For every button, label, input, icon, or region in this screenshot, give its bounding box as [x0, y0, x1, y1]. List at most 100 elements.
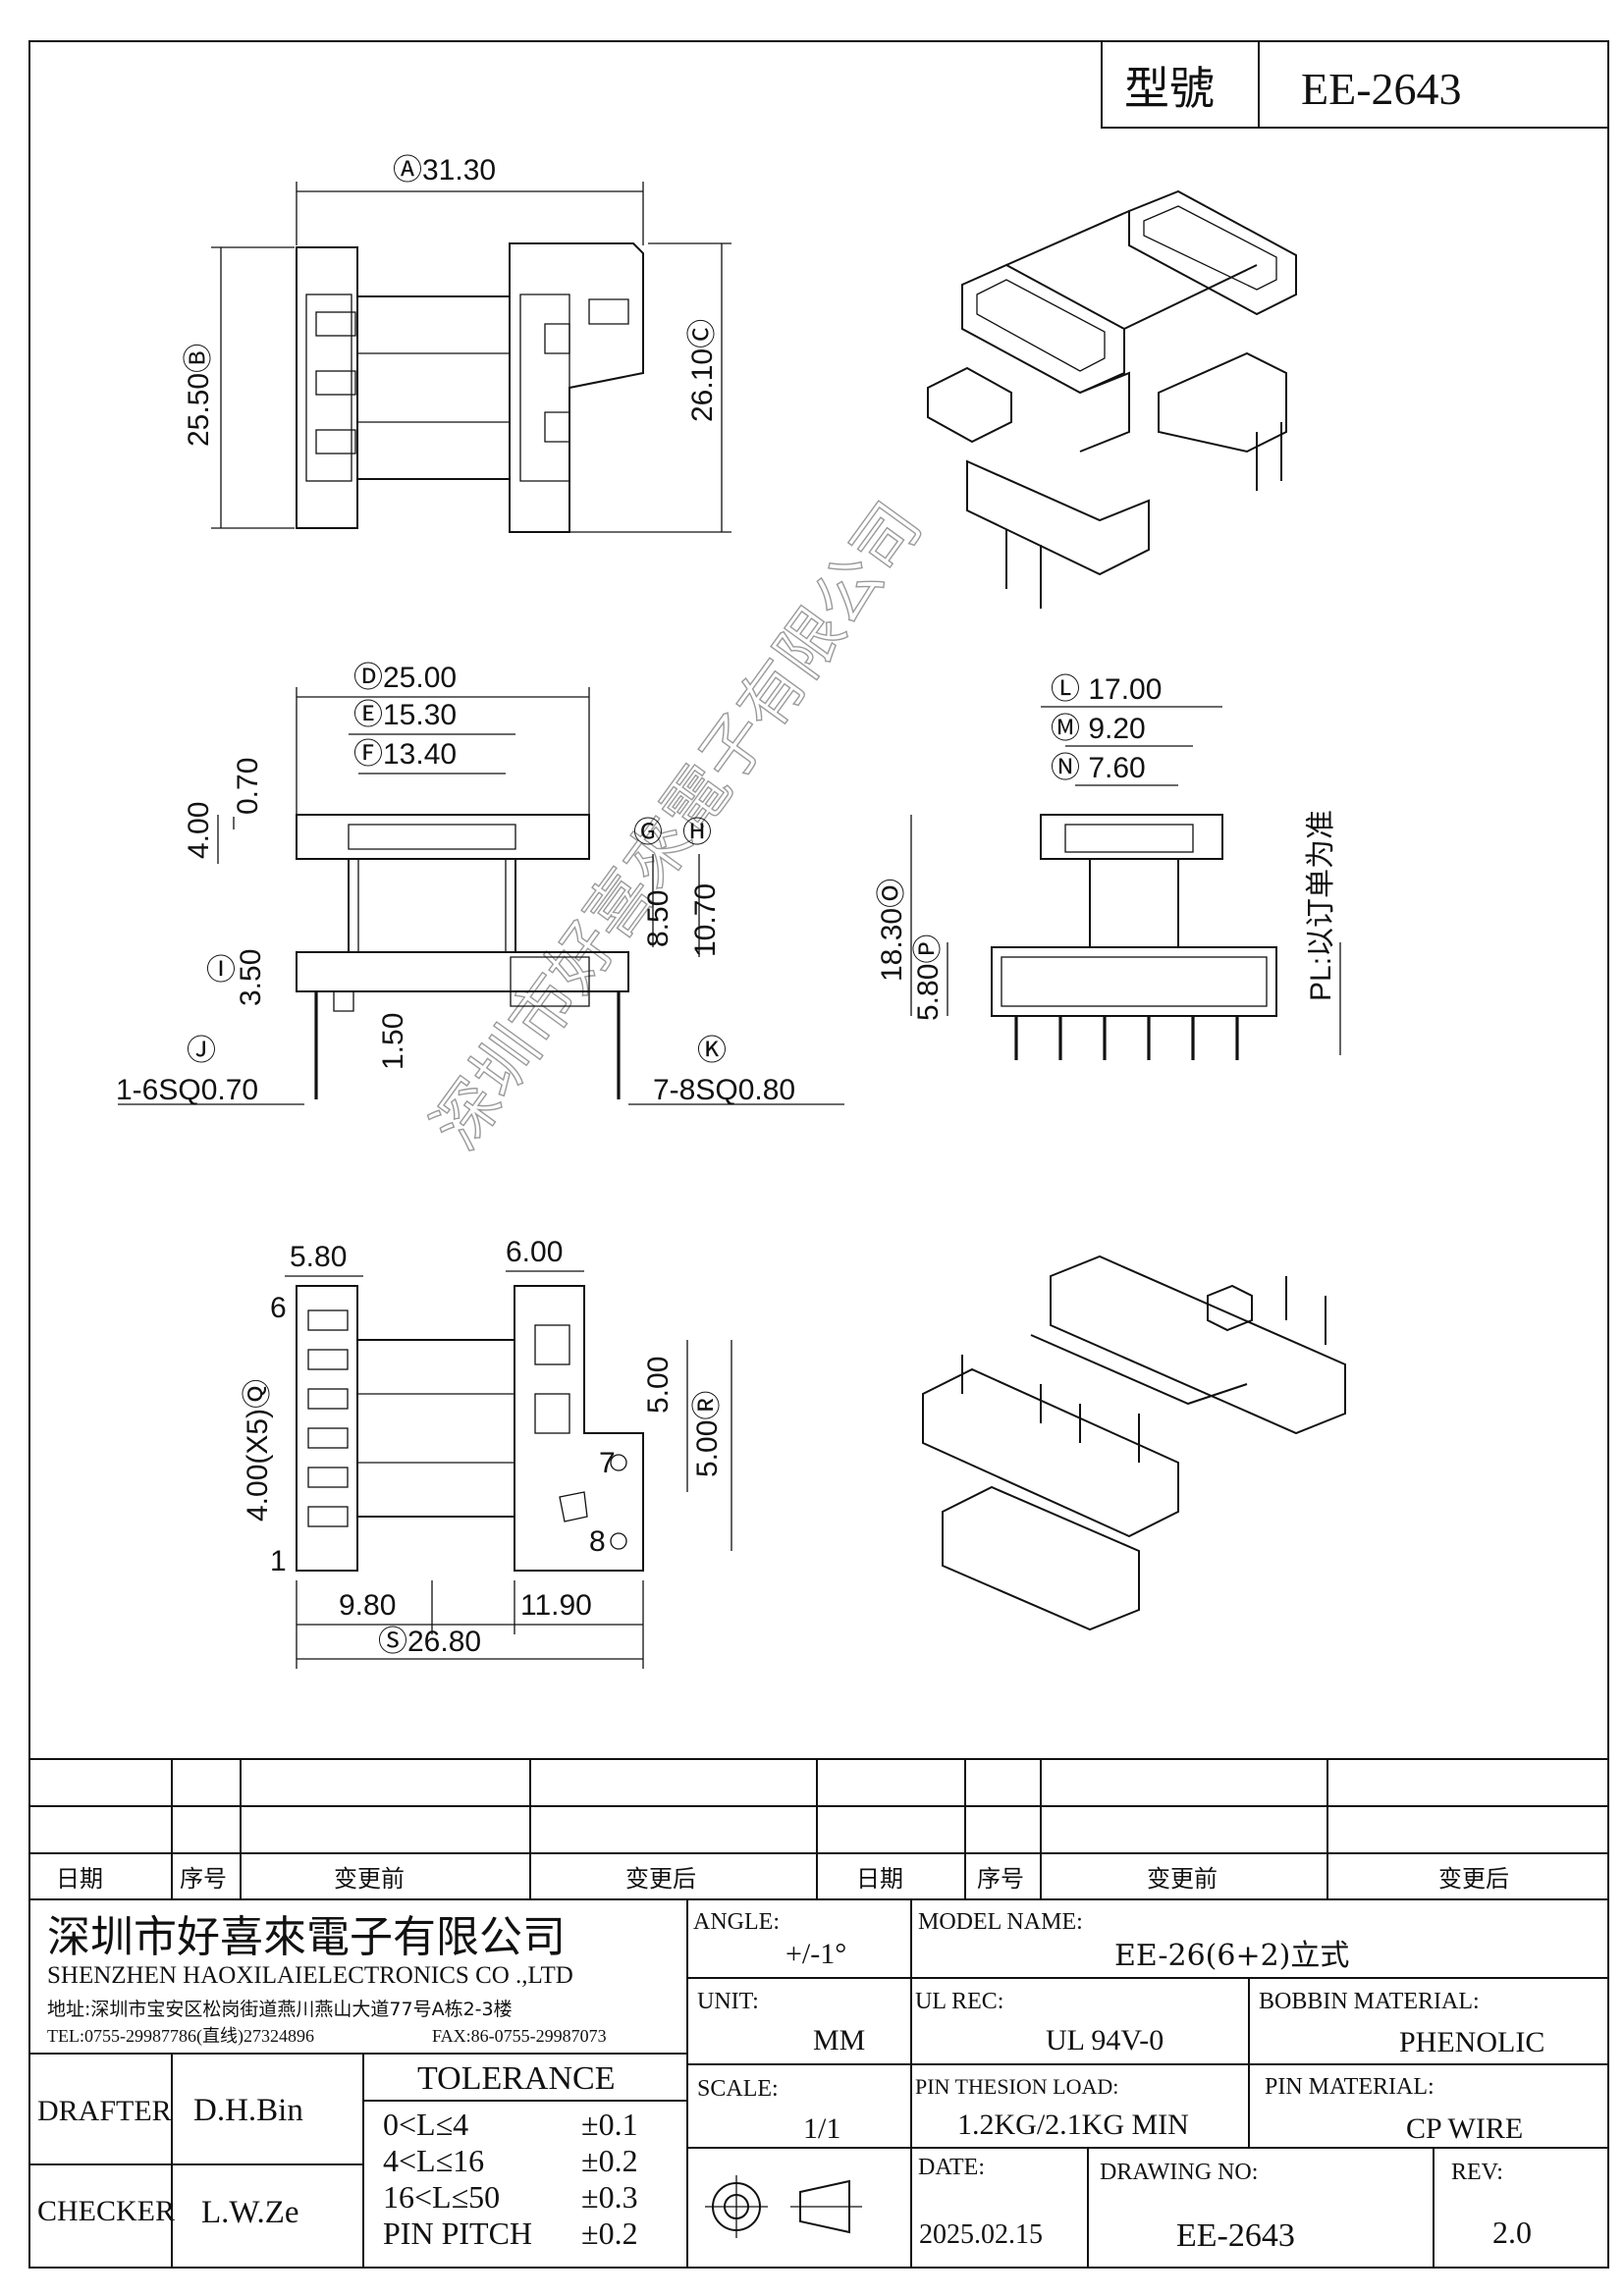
dim-a: Ⓐ31.30 [393, 154, 496, 187]
dim-f: Ⓕ13.40 [353, 738, 457, 771]
dim-500a: 5.00 [642, 1357, 675, 1414]
dim-p: 5.80Ⓟ [912, 934, 945, 1021]
pin-1-label: 1 [270, 1545, 287, 1577]
dim-m: Ⓜ 9.20 [1051, 713, 1146, 745]
date-value: 2025.02.15 [919, 2219, 1043, 2250]
angle-label: ANGLE: [693, 1909, 780, 1935]
drafter-value: D.H.Bin [193, 2093, 303, 2128]
ul-rec-label: UL REC: [915, 1989, 1003, 2014]
revision-table: 日期 序号 变更前 变更后 日期 序号 变更前 变更后 [29, 1758, 1608, 1900]
svg-text:深圳市好喜來電子有限公司: 深圳市好喜來電子有限公司 [418, 489, 937, 1162]
dim-g-circle: Ⓖ [633, 817, 663, 849]
company-name-cn: 深圳市好喜來電子有限公司 [47, 1912, 566, 1962]
dim-850: 8.50 [642, 890, 675, 947]
dim-j-circle: Ⓙ [187, 1035, 216, 1067]
pin-load-value: 1.2KG/2.1KG MIN [957, 2109, 1189, 2141]
tol-range-1: 0<L≤4 [383, 2107, 468, 2142]
model-label: 型號 [1124, 62, 1215, 115]
bottom-view: 5.80 6.00 4.00(X5)Ⓠ 5.00 5.00Ⓡ 6 1 7 8 [242, 1236, 732, 1669]
projection-symbol [705, 2175, 862, 2238]
model-name-value: EE-26(6+2)立式 [1114, 1939, 1349, 1973]
pin-material-label: PIN MATERIAL: [1265, 2074, 1435, 2100]
watermark: 深圳市好喜來電子有限公司 [417, 489, 937, 1163]
pin-6-label: 6 [270, 1292, 287, 1324]
date-label: DATE: [918, 2155, 985, 2180]
pin-load-label: PIN THESION LOAD: [915, 2074, 1118, 2099]
tol-value-2: ±0.2 [581, 2143, 638, 2178]
checker-label: CHECKER [37, 2195, 175, 2227]
dim-n: Ⓝ 7.60 [1051, 752, 1146, 784]
rev-label: REV: [1451, 2160, 1503, 2185]
tol-value-3: ±0.3 [581, 2179, 638, 2215]
top-view: Ⓐ31.30 25.50Ⓑ 26.10Ⓒ [183, 154, 731, 533]
dim-580: 5.80 [290, 1241, 347, 1273]
dim-e: Ⓔ15.30 [353, 699, 457, 731]
checker-value: L.W.Ze [201, 2195, 299, 2230]
drawing-no-label: DRAWING NO: [1100, 2160, 1258, 2185]
model-value: EE-2643 [1301, 64, 1462, 114]
drawing-no-value: EE-2643 [1176, 2217, 1295, 2254]
iso-view-top [927, 189, 1297, 609]
scale-value: 1/1 [803, 2112, 840, 2145]
rev-header-seq-1: 序号 [180, 1865, 227, 1893]
dim-070: 0.70 [232, 758, 264, 815]
dim-i-circle: Ⓘ [206, 954, 236, 987]
dim-o: 18.30Ⓞ [876, 879, 908, 982]
pin-7-label: 7 [599, 1447, 616, 1479]
drawing-border [28, 40, 1609, 2269]
company-fax: FAX:86-0755-29987073 [432, 2026, 607, 2046]
scale-label: SCALE: [697, 2076, 779, 2102]
ul-rec-value: UL 94V-0 [1046, 2024, 1164, 2056]
dim-r: 5.00Ⓡ [691, 1391, 724, 1477]
dim-k-circle: Ⓚ [697, 1035, 727, 1067]
dim-c: 26.10Ⓒ [686, 319, 719, 422]
rev-header-before-2: 变更前 [1147, 1865, 1218, 1893]
bobbin-material-label: BOBBIN MATERIAL: [1259, 1989, 1480, 2014]
company-address: 地址:深圳市宝安区松岗街道燕川燕山大道77号A栋2-3楼 [47, 1999, 513, 2020]
pl-note: PL:以订单为准 [1305, 810, 1337, 1001]
dim-j: 1-6SQ0.70 [116, 1074, 258, 1106]
rev-header-date-1: 日期 [56, 1865, 103, 1893]
dim-600: 6.00 [506, 1236, 563, 1268]
dim-1070: 10.70 [689, 883, 722, 957]
company-name-en: SHENZHEN HAOXILAIELECTRONICS CO .,LTD [47, 1962, 573, 1989]
dim-q: 4.00(X5)Ⓠ [242, 1379, 274, 1522]
pin-8-label: 8 [589, 1525, 606, 1558]
unit-value: MM [813, 2024, 865, 2056]
angle-value: +/-1° [785, 1938, 846, 1970]
dim-150: 1.50 [377, 1013, 409, 1070]
unit-label: UNIT: [697, 1989, 759, 2014]
model-name-label: MODEL NAME: [918, 1909, 1083, 1935]
iso-view-bottom [922, 1255, 1346, 1631]
tol-range-2: 4<L≤16 [383, 2143, 484, 2178]
side-view: Ⓛ 17.00 Ⓜ 9.20 Ⓝ 7.60 18.30Ⓞ 5.80Ⓟ PL:以订… [876, 673, 1341, 1060]
rev-header-after-1: 变更后 [625, 1865, 696, 1893]
title-block: 深圳市好喜來電子有限公司 SHENZHEN HAOXILAIELECTRONIC… [29, 1899, 1608, 2268]
rev-header-after-2: 变更后 [1438, 1865, 1509, 1893]
tol-value-1: ±0.1 [581, 2107, 638, 2142]
dim-b: 25.50Ⓑ [183, 344, 215, 447]
dim-s: Ⓢ26.80 [378, 1626, 481, 1658]
tol-value-4: ±0.2 [581, 2216, 638, 2251]
tol-range-4: PIN PITCH [383, 2216, 532, 2251]
dim-980: 9.80 [339, 1589, 396, 1622]
rev-header-before-1: 变更前 [334, 1865, 405, 1893]
dim-d: Ⓓ25.00 [353, 662, 457, 694]
dim-l: Ⓛ 17.00 [1051, 673, 1162, 706]
rev-header-seq-2: 序号 [977, 1865, 1024, 1893]
dim-400: 4.00 [183, 802, 215, 859]
pin-material-value: CP WIRE [1406, 2112, 1523, 2145]
tol-range-3: 16<L≤50 [383, 2179, 500, 2215]
bobbin-material-value: PHENOLIC [1399, 2026, 1544, 2058]
rev-header-date-2: 日期 [856, 1865, 903, 1893]
rev-value: 2.0 [1492, 2215, 1532, 2250]
model-title-box: 型號 EE-2643 [1101, 40, 1609, 129]
dim-1190: 11.90 [520, 1589, 592, 1622]
company-tel: TEL:0755-29987786(直线)27324896 [47, 2026, 314, 2047]
dim-k: 7-8SQ0.80 [653, 1074, 795, 1106]
dim-350: 3.50 [235, 949, 267, 1006]
front-view: Ⓓ25.00 Ⓔ15.30 Ⓕ13.40 4.00 0.70 Ⓘ 3.50 1.… [116, 662, 844, 1106]
drafter-label: DRAFTER [37, 2095, 172, 2127]
tolerance-title: TOLERANCE [417, 2060, 615, 2097]
